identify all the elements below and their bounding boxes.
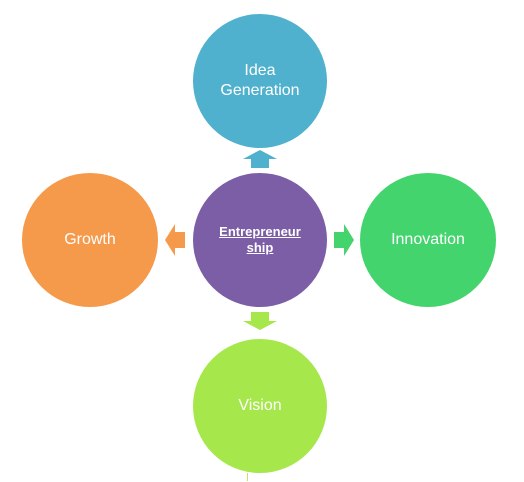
arrow-right-icon (334, 224, 354, 256)
connector-tick (247, 473, 248, 481)
growth-label: Growth (64, 231, 116, 248)
arrow-down-icon (243, 312, 277, 330)
growth-node: Growth (22, 173, 158, 307)
arrow-up-icon (243, 150, 277, 168)
vision-node: Vision (193, 339, 327, 473)
idea-generation-node: Idea Generation (193, 14, 327, 148)
innovation-node: Innovation (360, 173, 496, 307)
vision-label: Vision (238, 397, 282, 414)
innovation-label: Innovation (391, 231, 465, 248)
idea-generation-label: Idea Generation (220, 62, 300, 99)
entrepreneurship-node: Entrepreneur ship (193, 173, 327, 307)
entrepreneurship-label: Entrepreneur ship (219, 223, 301, 255)
arrow-left-icon (165, 224, 185, 256)
